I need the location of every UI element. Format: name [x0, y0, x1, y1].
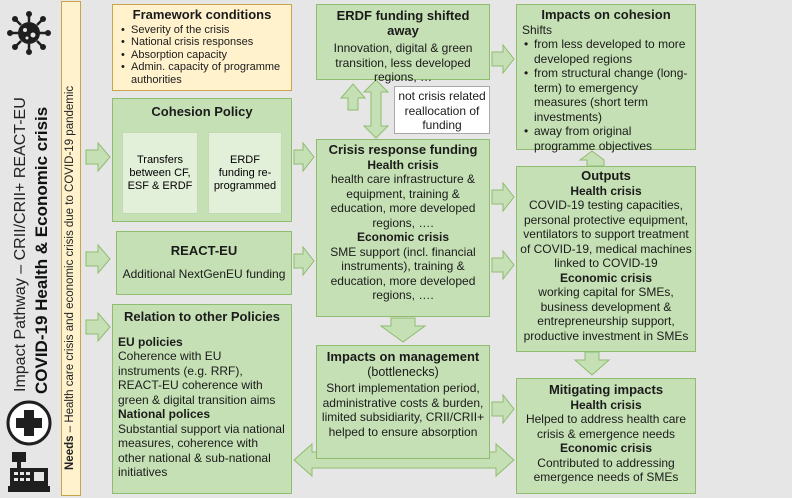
cohesion-impacts-intro: Shifts: [522, 22, 553, 37]
framework-list: Severity of the crisis National crisis r…: [119, 24, 285, 87]
relation-title: Relation to other Policies: [123, 309, 281, 324]
management-subtitle: (bottlenecks): [367, 364, 439, 379]
mitigating-health-text: Helped to address health care crisis & e…: [525, 412, 687, 441]
react-eu-title: REACT-EU: [170, 243, 238, 258]
national-policies-text: Substantial support via national measure…: [118, 421, 285, 480]
arrow-needs-to-cohesion: [85, 141, 111, 173]
mitigating-econ-text: Contributed to addressing emergence need…: [533, 455, 679, 485]
crisis-health-text: health care infrastructure & equipment, …: [330, 172, 476, 230]
mitigating-health-heading: Health crisis: [570, 397, 642, 412]
cohesion-impacts-item: from structural change (long-term) to em…: [524, 66, 690, 124]
framework-item: Severity of the crisis: [121, 24, 285, 37]
arrow-erdf-to-cohesion-impacts: [491, 43, 515, 75]
erdf-shift-title: ERDF funding shifted away: [336, 8, 470, 38]
framework-conditions-box: Framework conditions Severity of the cri…: [112, 4, 292, 91]
crisis-health-heading: Health crisis: [367, 157, 439, 172]
medical-cross-icon: [6, 400, 52, 446]
management-box: Impacts on management (bottlenecks) Shor…: [316, 345, 490, 459]
framework-item: Admin. capacity of programme authorities: [121, 61, 285, 86]
national-policies-heading: National polices: [118, 407, 211, 421]
arrow-react-to-crisis: [293, 245, 315, 277]
title-line-2: COVID-19 Health & Economic crisis: [32, 106, 51, 394]
mitigating-title: Mitigating impacts: [548, 382, 664, 397]
react-eu-text: Additional NextGenEU funding: [122, 266, 286, 281]
cohesion-impacts-box: Impacts on cohesion Shifts from less dev…: [516, 4, 696, 153]
not-crisis-box: not crisis related reallocation of fundi…: [394, 86, 490, 134]
needs-description: – Health care crisis and economic crisis…: [64, 85, 76, 433]
cohesion-impacts-title: Impacts on cohesion: [541, 7, 671, 22]
react-eu-box: REACT-EU Additional NextGenEU funding: [116, 231, 292, 295]
title-line-1: Impact Pathway – CRII/CRII+ REACT-EU: [12, 97, 29, 392]
erdf-shift-text: Innovation, digital & green transition, …: [333, 41, 473, 84]
crisis-response-box: Crisis response funding Health crisis he…: [316, 139, 490, 317]
mitigating-box: Mitigating impacts Health crisis Helped …: [516, 378, 696, 494]
arrow-crisis-to-outputs: [491, 181, 515, 213]
arrow-erdf-crisis-double: [362, 79, 390, 139]
outputs-box: Outputs Health crisis COVID-19 testing c…: [516, 166, 696, 352]
mitigating-econ-heading: Economic crisis: [559, 441, 653, 455]
transfers-box: Transfers between CF, ESF & ERDF: [122, 132, 198, 214]
cohesion-impacts-list: from less developed to more developed re…: [522, 37, 690, 153]
crisis-econ-text: SME support (incl. financial instruments…: [330, 244, 476, 303]
arrow-management-to-mitigating: [491, 393, 515, 425]
crisis-econ-heading: Economic crisis: [356, 230, 450, 244]
outputs-econ-heading: Economic crisis: [559, 270, 653, 285]
eu-policies-text: Coherence with EU instruments (e.g. RRF)…: [118, 349, 276, 407]
virus-icon: [7, 11, 51, 55]
management-title: Impacts on management: [326, 349, 480, 364]
eu-policies-heading: EU policies: [118, 334, 183, 349]
needs-label: Needs: [64, 435, 76, 470]
arrow-cohesion-to-erdf: [339, 83, 367, 111]
arrow-outputs-to-mitigating: [573, 351, 611, 376]
erdf-reprogrammed-box: ERDF funding re-programmed: [208, 132, 282, 214]
outputs-econ-text: working capital for SMEs, business devel…: [523, 285, 689, 343]
needs-box: [61, 1, 81, 496]
framework-title: Framework conditions: [132, 7, 272, 22]
outputs-health-text: COVID-19 testing capacities, personal pr…: [520, 198, 692, 270]
cohesion-policy-title: Cohesion Policy: [151, 104, 253, 119]
management-text: Short implementation period, administrat…: [321, 381, 485, 439]
outputs-health-heading: Health crisis: [570, 183, 642, 198]
outputs-title: Outputs: [581, 168, 631, 183]
needs-text: Needs – Health care crisis and economic …: [64, 86, 76, 470]
arrow-needs-to-react: [85, 243, 111, 275]
arrow-outputs-to-cohesion: [578, 150, 605, 167]
crisis-response-title: Crisis response funding: [328, 142, 478, 157]
arrow-needs-to-relation: [85, 311, 111, 343]
erdf-shift-box: ERDF funding shifted away Innovation, di…: [316, 4, 490, 84]
arrow-crisis-to-outputs-2: [491, 249, 515, 281]
arrow-cohesion-to-crisis: [293, 141, 315, 173]
cohesion-impacts-item: from less developed to more developed re…: [524, 37, 690, 66]
framework-item: National crisis responses: [121, 36, 285, 49]
arrow-crisis-to-management: [379, 317, 427, 343]
relation-policies-box: Relation to other Policies EU policies C…: [112, 304, 292, 494]
cohesion-impacts-item: away from original programme objectives: [524, 124, 690, 153]
cash-register-icon: [8, 452, 50, 492]
framework-item: Absorption capacity: [121, 49, 285, 62]
